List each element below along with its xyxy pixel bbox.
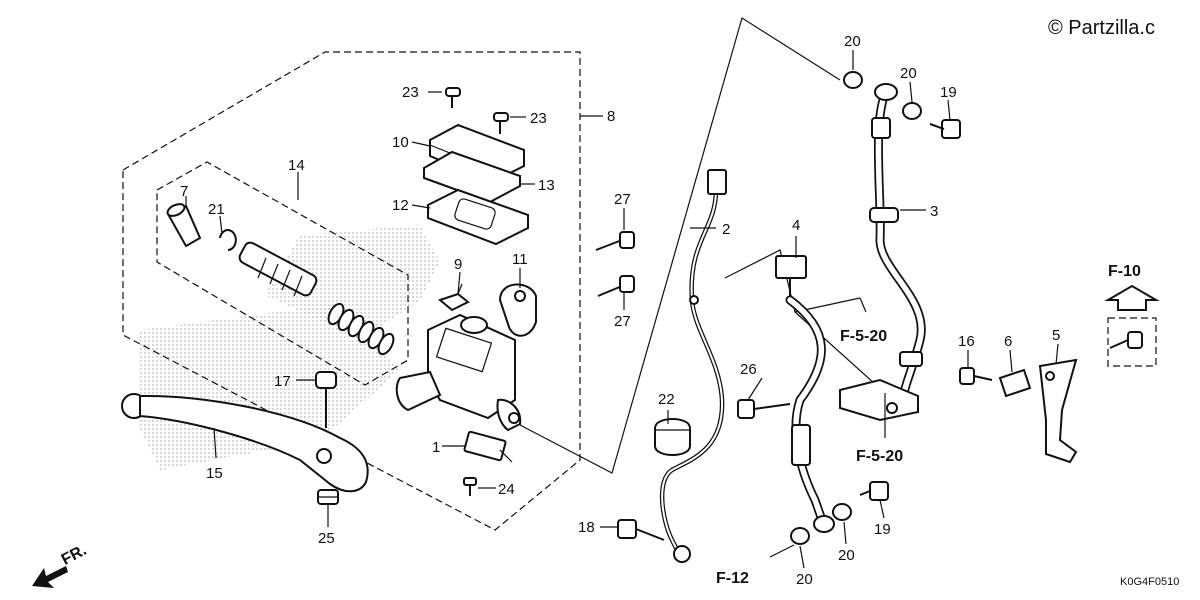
screw-23-right [493,112,526,134]
f10-reference [1104,284,1160,367]
ref-f520-upper: F-5-20 [840,328,887,345]
spring [327,302,395,356]
watermark: © Partzilla.c [1048,17,1155,39]
callout-9: 9 [454,256,462,273]
f12-arrow [769,544,795,558]
clamp-22 [654,418,691,456]
joint-4 [775,255,807,300]
callout-13: 13 [538,177,555,194]
brake-hose-3 [869,83,926,405]
piston-kit-outline [156,161,409,386]
washer-20-d [790,527,810,545]
callout-26: 26 [740,361,757,378]
bolt-19-upper [929,119,961,139]
washer-20-b [902,102,922,120]
ref-f10: F-10 [1108,263,1141,280]
screw-24 [463,477,477,496]
callout-4: 4 [792,217,800,234]
master-cylinder-body [395,313,522,432]
callout-3: 3 [930,203,938,220]
bolt-27-lower [597,275,635,297]
f520-arrow-upper [859,297,867,313]
callout-12: 12 [392,197,409,214]
callout-19-upper: 19 [940,84,957,101]
brake-switch-1 [463,430,513,463]
callout-5: 5 [1052,327,1060,344]
brake-hose-lower [785,295,835,533]
callout-21: 21 [208,201,225,218]
bolt-18 [617,519,665,541]
bracket-5 [1038,358,1078,464]
callout-18: 18 [578,519,595,536]
callout-15: 15 [206,465,223,482]
callout-2: 2 [722,221,730,238]
callout-23-right: 23 [530,110,547,127]
leader-lines [185,50,1059,569]
callout-24: 24 [498,481,515,498]
callout-27-lower: 27 [614,313,631,330]
cover-plate-13 [423,150,521,204]
stipple-shading-lower [140,305,400,470]
callout-23-top: 23 [402,84,419,101]
callout-25: 25 [318,530,335,547]
diaphragm-boot [454,198,496,230]
clip-9 [437,283,470,312]
callout-8: 8 [607,108,615,125]
callout-22: 22 [658,391,675,408]
master-cylinder-assembly-outline [122,51,581,531]
nut-25 [317,489,339,505]
boot-7 [166,203,202,248]
speed-sensor-wire-2 [659,169,727,563]
bolt-16 [959,367,993,385]
washer-20-c [832,503,852,521]
callout-27-upper: 27 [614,191,631,208]
bolt-27-upper [595,231,635,251]
hose-reference-line [519,17,841,474]
callout-6: 6 [1004,333,1012,350]
screw-23-top [428,87,461,108]
callout-17: 17 [274,373,291,390]
callout-7: 7 [180,183,188,200]
holder-11 [498,283,537,337]
callout-16: 16 [958,333,975,350]
callout-10: 10 [392,134,409,151]
front-direction-arrow [32,566,68,588]
callout-11: 11 [512,251,528,268]
callout-20-b: 20 [900,65,917,82]
callout-20-a: 20 [844,33,861,50]
f520-reference-lines [724,249,886,394]
bolt-26 [737,399,791,419]
washer-20-a [843,71,863,89]
bolt-19-lower [859,481,889,501]
diaphragm-12 [427,188,529,246]
drawing-code: K0G4F0510 [1120,576,1179,588]
callout-20-c: 20 [838,547,855,564]
callout-20-d: 20 [796,571,813,588]
hose-joint-bracket [839,378,919,422]
callout-1: 1 [432,439,440,456]
reservoir-cover-10 [429,123,525,184]
ref-f520-lower: F-5-20 [856,448,903,465]
piston-14 [238,241,318,297]
brake-lever-15 [121,393,369,493]
callout-14: 14 [288,157,305,174]
callout-19-lower: 19 [874,521,891,538]
direction-label: FR. [59,542,90,569]
clip-6 [998,368,1032,398]
ref-f12: F-12 [716,570,749,587]
